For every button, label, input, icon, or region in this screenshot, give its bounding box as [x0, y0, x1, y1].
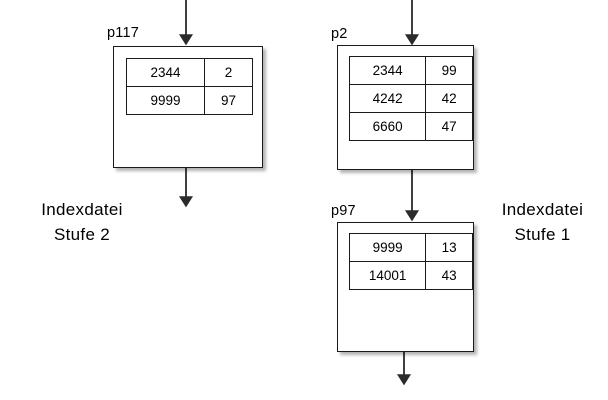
record-table-p2: 2344 99 4242 42 6660 47 [348, 56, 473, 141]
cell-key: 9999 [126, 86, 205, 115]
table-row: 6660 47 [348, 112, 473, 141]
record-table-p117: 2344 2 9999 97 [126, 58, 253, 115]
table-row: 14001 43 [348, 261, 473, 290]
cell-key: 6660 [348, 112, 427, 141]
index-block-p2[interactable]: 2344 99 4242 42 6660 47 [337, 45, 474, 170]
level-1-caption-line1: Indexdatei [501, 200, 584, 219]
record-table-p97: 9999 13 14001 43 [348, 233, 473, 290]
cell-pointer: 47 [425, 112, 473, 141]
cell-pointer: 42 [425, 84, 473, 113]
cell-pointer: 2 [204, 58, 253, 87]
cell-key: 2344 [126, 58, 205, 87]
index-block-p97[interactable]: 9999 13 14001 43 [337, 222, 474, 352]
index-block-p117[interactable]: 2344 2 9999 97 [113, 46, 263, 168]
cell-pointer: 43 [425, 261, 473, 290]
cell-pointer: 13 [425, 233, 473, 262]
level-2-caption-line1: Indexdatei [41, 200, 123, 219]
cell-key: 4242 [348, 84, 427, 113]
block-label-p97: p97 [331, 203, 356, 219]
table-row: 2344 2 [126, 58, 253, 87]
block-label-p117: p117 [107, 25, 139, 41]
cell-pointer: 99 [425, 56, 473, 85]
block-label-p2: p2 [331, 26, 348, 42]
table-row: 9999 97 [126, 86, 253, 115]
table-row: 4242 42 [348, 84, 473, 113]
cell-key: 14001 [348, 261, 427, 290]
level-2-caption-line2: Stufe 2 [54, 225, 110, 244]
level-1-caption: Indexdatei Stufe 1 [480, 197, 605, 247]
table-row: 2344 99 [348, 56, 473, 85]
cell-pointer: 97 [204, 86, 253, 115]
cell-key: 2344 [348, 56, 427, 85]
table-row: 9999 13 [348, 233, 473, 262]
cell-key: 9999 [348, 233, 427, 262]
level-1-caption-line2: Stufe 1 [514, 225, 571, 244]
level-2-caption: Indexdatei Stufe 2 [12, 197, 152, 247]
